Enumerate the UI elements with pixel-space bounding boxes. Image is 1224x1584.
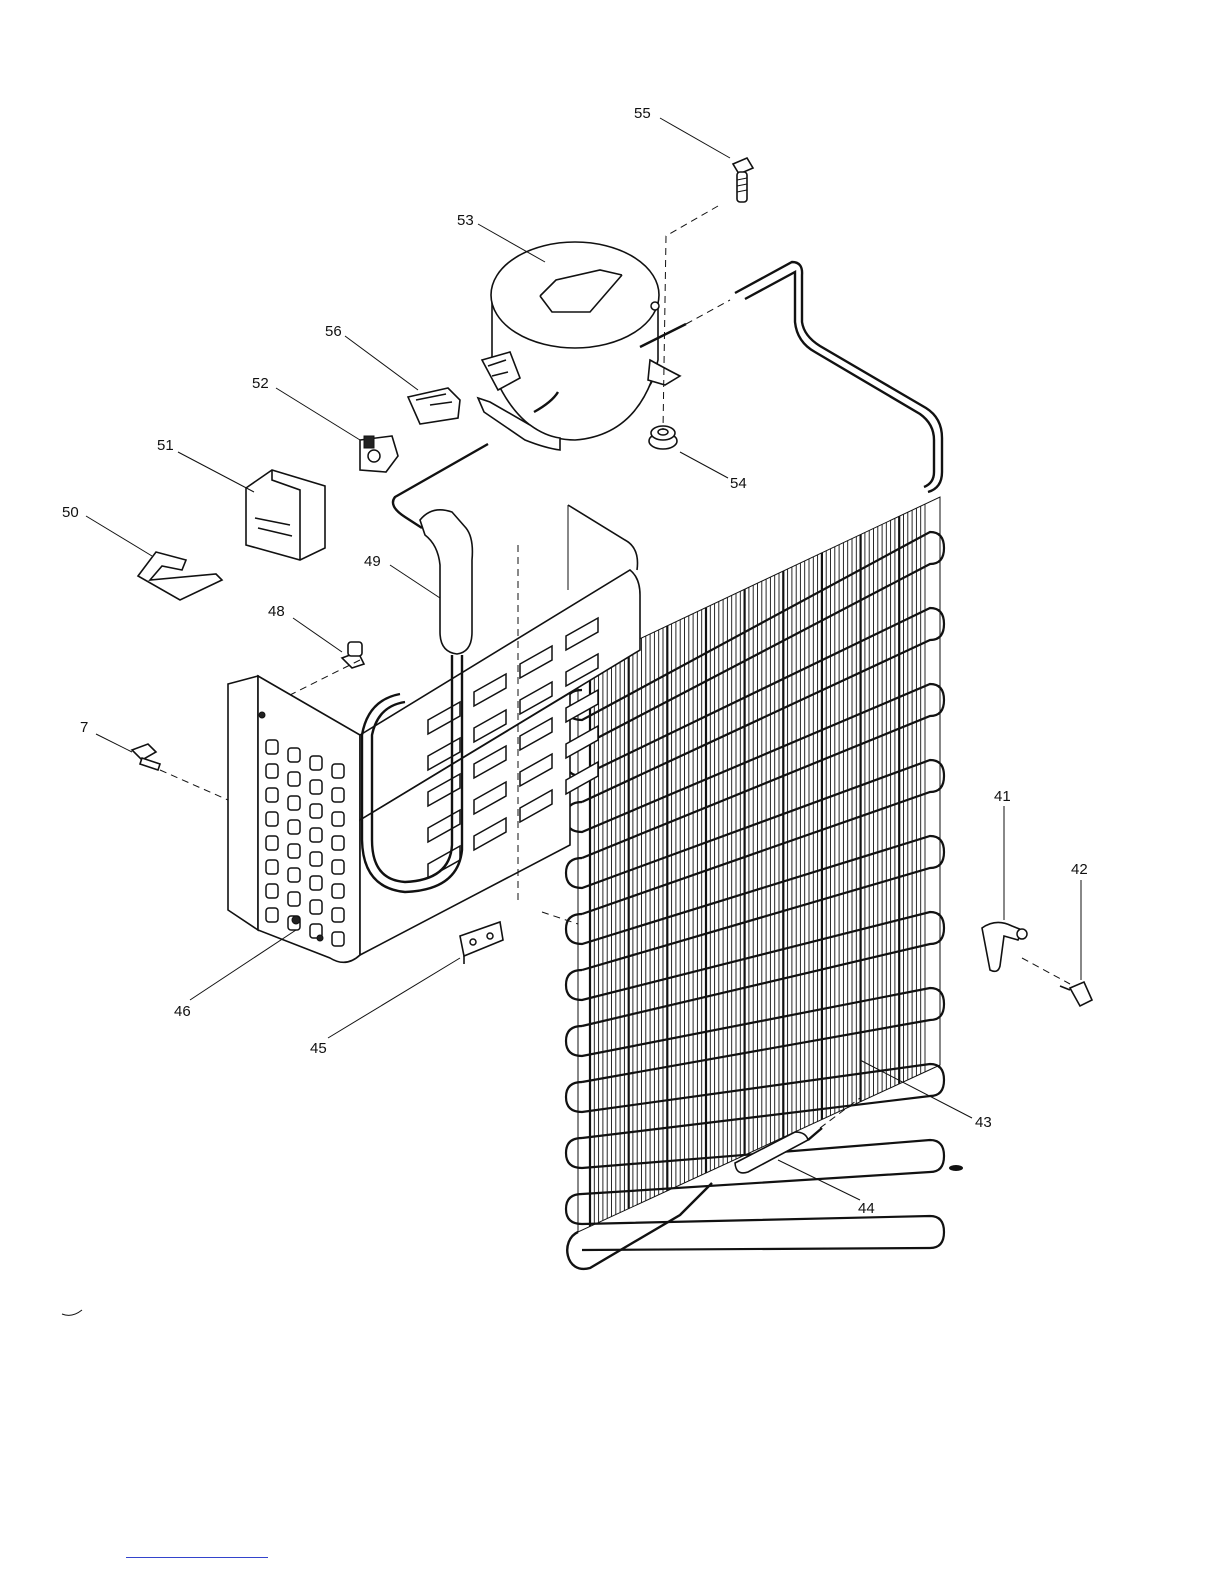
callout-43: 43 bbox=[975, 1114, 992, 1131]
base-plate-hole bbox=[288, 748, 300, 762]
base-plate-hole bbox=[310, 852, 322, 866]
base-plate-hole bbox=[288, 820, 300, 834]
relay-cover-51 bbox=[246, 470, 325, 560]
base-plate-hole bbox=[288, 868, 300, 882]
screw-47 bbox=[132, 744, 160, 770]
base-plate-hole bbox=[288, 772, 300, 786]
base-plate-hole bbox=[332, 836, 344, 850]
callout-46: 46 bbox=[174, 1003, 191, 1020]
base-plate-hole bbox=[288, 844, 300, 858]
base-plate-hole bbox=[288, 892, 300, 906]
base-plate-hole bbox=[266, 860, 278, 874]
base-plate-hole bbox=[310, 900, 322, 914]
bolt-55 bbox=[733, 158, 753, 202]
base-plate-hole bbox=[266, 836, 278, 850]
callout-48: 48 bbox=[268, 603, 285, 620]
callout-51: 51 bbox=[157, 437, 174, 454]
screw-42 bbox=[1060, 982, 1092, 1006]
callout-45: 45 bbox=[310, 1040, 327, 1057]
base-plate-hole bbox=[266, 884, 278, 898]
callout-50: 50 bbox=[62, 504, 79, 521]
scan-mark bbox=[949, 1165, 963, 1171]
callout-54: 54 bbox=[730, 475, 747, 492]
base-plate-hole bbox=[332, 812, 344, 826]
base-plate-hole bbox=[310, 780, 322, 794]
base-plate-hole bbox=[266, 740, 278, 754]
base-plate-hole bbox=[310, 828, 322, 842]
base-plate-hole bbox=[310, 756, 322, 770]
callout-42: 42 bbox=[1071, 861, 1088, 878]
callout-55: 55 bbox=[634, 105, 651, 122]
screw-48 bbox=[342, 642, 364, 668]
callout-41: 41 bbox=[994, 788, 1011, 805]
base-plate-hole bbox=[332, 884, 344, 898]
clip-41 bbox=[982, 922, 1027, 971]
link-underline bbox=[126, 1557, 268, 1558]
base-plate-hole bbox=[310, 876, 322, 890]
scan-mark bbox=[62, 1310, 82, 1315]
callout-52: 52 bbox=[252, 375, 269, 392]
base-plate-hole bbox=[332, 788, 344, 802]
callout-53: 53 bbox=[457, 212, 474, 229]
callout-56: 56 bbox=[325, 323, 342, 340]
base-plate-hole bbox=[332, 932, 344, 946]
base-plate-hole bbox=[332, 764, 344, 778]
base-plate-hole bbox=[266, 908, 278, 922]
base-plate-hole bbox=[266, 764, 278, 778]
callout-44: 44 bbox=[858, 1200, 875, 1217]
overload-protector-56 bbox=[408, 388, 460, 424]
compressor bbox=[478, 242, 686, 450]
base-plate-hole bbox=[266, 812, 278, 826]
base-plate-hole bbox=[310, 804, 322, 818]
callout-49: 49 bbox=[364, 553, 381, 570]
wire-clip-50 bbox=[138, 552, 222, 600]
base-plate-hole bbox=[332, 908, 344, 922]
base-plate-hole bbox=[332, 860, 344, 874]
relay-52 bbox=[360, 436, 398, 472]
base-plate-hole bbox=[266, 788, 278, 802]
callout-47: 7 bbox=[80, 719, 88, 736]
base-plate-hole bbox=[288, 796, 300, 810]
accumulator bbox=[420, 510, 472, 654]
terminal-bracket-45 bbox=[460, 922, 503, 964]
